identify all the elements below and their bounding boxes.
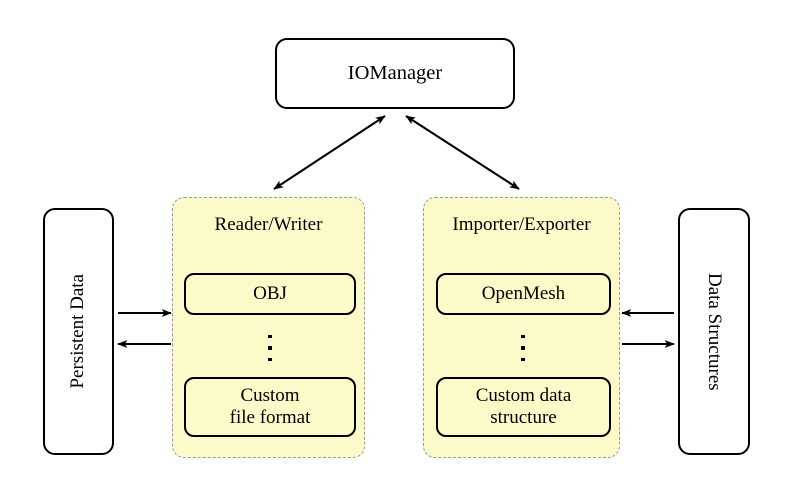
custom-data-structure-label-line1: Custom data <box>475 384 572 406</box>
io-manager-node[interactable]: IOManager <box>275 38 515 109</box>
persistent-data-node[interactable]: Persistent Data <box>43 208 114 455</box>
custom-data-structure-label-line2: structure <box>490 407 557 428</box>
persistent-data-label: Persistent Data <box>67 274 89 389</box>
data-structures-label: Data Structures <box>704 272 726 391</box>
openmesh-node[interactable]: OpenMesh <box>436 273 611 315</box>
custom-file-format-label-line2: file format <box>229 407 311 428</box>
custom-file-format-label-line1: Custom <box>240 384 300 406</box>
obj-node-label: OBJ <box>253 282 287 304</box>
data-structures-node[interactable]: Data Structures <box>678 208 750 455</box>
reader-writer-panel-title: Reader/Writer <box>214 214 323 235</box>
importer-exporter-panel-title: Importer/Exporter <box>452 214 591 235</box>
arrow-manager-reader-writer <box>273 115 386 190</box>
custom-data-structure-node[interactable]: Custom data structure <box>436 377 611 437</box>
reader-writer-ellipsis-icon <box>265 335 275 361</box>
importer-exporter-ellipsis-icon <box>518 335 528 361</box>
custom-file-format-node[interactable]: Custom file format <box>184 377 356 437</box>
io-manager-label: IOManager <box>347 62 443 85</box>
arrow-manager-importer-exporter <box>405 115 520 190</box>
openmesh-node-label: OpenMesh <box>481 282 566 304</box>
obj-node[interactable]: OBJ <box>184 273 356 315</box>
